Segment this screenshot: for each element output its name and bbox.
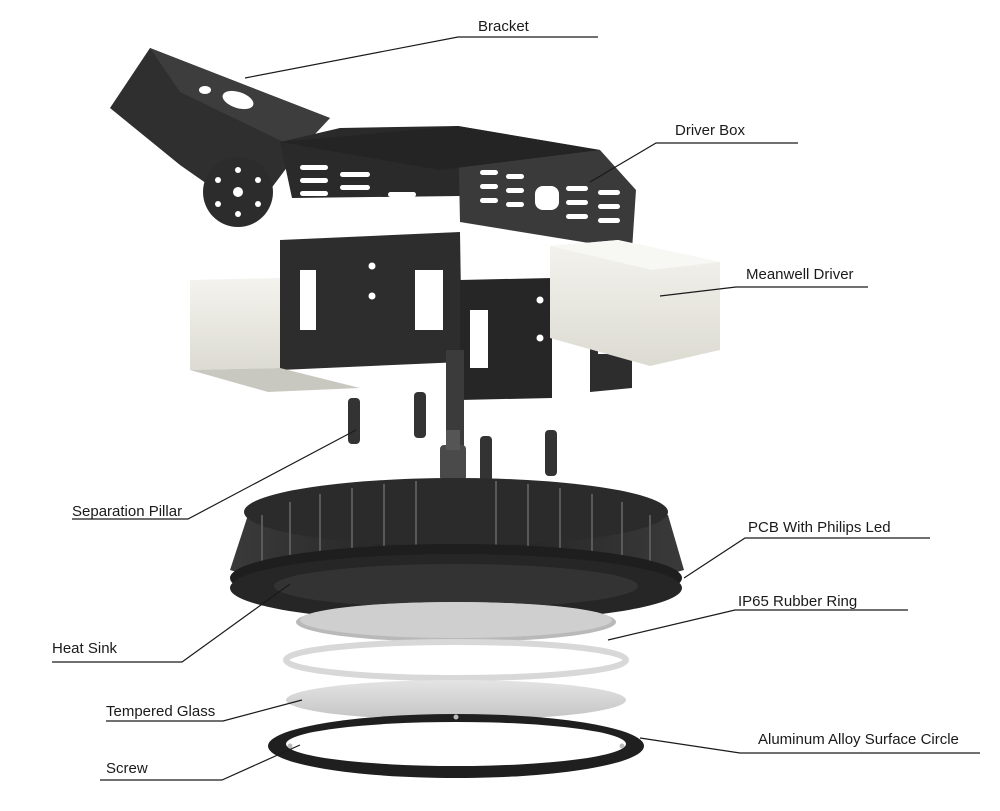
meanwell-driver-part bbox=[190, 240, 720, 392]
label-pcb: PCB With Philips Led bbox=[748, 519, 891, 536]
label-heat-sink: Heat Sink bbox=[52, 640, 118, 657]
leader-driver-box bbox=[589, 142, 798, 183]
label-screw: Screw bbox=[106, 760, 148, 777]
leader-separation-pillar bbox=[72, 429, 357, 520]
bracket-part bbox=[110, 48, 330, 227]
heat-sink-part bbox=[230, 478, 684, 622]
label-surface-circle: Aluminum Alloy Surface Circle bbox=[758, 731, 959, 748]
leader-meanwell-driver bbox=[659, 286, 868, 297]
surface-circle-part bbox=[268, 714, 644, 778]
label-separation-pillar: Separation Pillar bbox=[72, 503, 183, 520]
leader-lines bbox=[52, 36, 980, 781]
pcb-part bbox=[296, 602, 616, 642]
cable-gland bbox=[440, 430, 466, 481]
label-bracket: Bracket bbox=[478, 18, 529, 35]
leader-rubber-ring bbox=[607, 609, 908, 641]
rubber-ring-part bbox=[283, 639, 629, 681]
leader-bracket bbox=[244, 36, 598, 79]
label-meanwell-driver: Meanwell Driver bbox=[746, 266, 854, 283]
leader-screw bbox=[100, 744, 301, 781]
label-rubber-ring: IP65 Rubber Ring bbox=[738, 593, 858, 610]
driver-box-part bbox=[280, 126, 636, 460]
tempered-glass-part bbox=[286, 680, 626, 720]
leader-surface-circle bbox=[639, 737, 980, 754]
leader-tempered-glass bbox=[106, 699, 303, 722]
label-tempered-glass: Tempered Glass bbox=[106, 703, 216, 720]
label-driver-box: Driver Box bbox=[675, 122, 746, 139]
leader-heat-sink bbox=[52, 583, 291, 663]
leader-pcb bbox=[683, 537, 930, 579]
